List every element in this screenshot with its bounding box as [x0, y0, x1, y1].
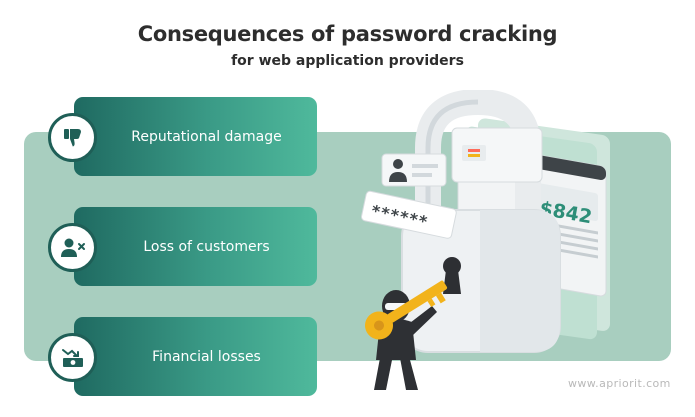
- padlock-illustration: $842 ******: [360, 90, 610, 390]
- page-subtitle: for web application providers: [231, 53, 464, 69]
- consequence-label: Loss of customers: [143, 238, 270, 255]
- consequence-card-financial: Financial losses: [74, 317, 317, 396]
- consequence-card-customers: Loss of customers: [74, 207, 317, 286]
- money-down-icon: [61, 348, 83, 367]
- consequence-card-reputational: Reputational damage: [74, 97, 317, 176]
- card-small: [451, 127, 543, 183]
- consequence-badge: [48, 113, 97, 162]
- consequence-badge: [48, 333, 97, 382]
- consequence-label: Reputational damage: [131, 128, 282, 145]
- consequence-label: Financial losses: [152, 348, 261, 365]
- thumbs-down-icon: [63, 128, 81, 146]
- consequence-badge: [48, 223, 97, 272]
- watermark: www.apriorit.com: [568, 377, 671, 390]
- user-remove-icon: [60, 238, 85, 257]
- key-icon: [365, 280, 448, 340]
- page-title: Consequences of password cracking: [137, 22, 558, 46]
- password-field: [360, 190, 457, 239]
